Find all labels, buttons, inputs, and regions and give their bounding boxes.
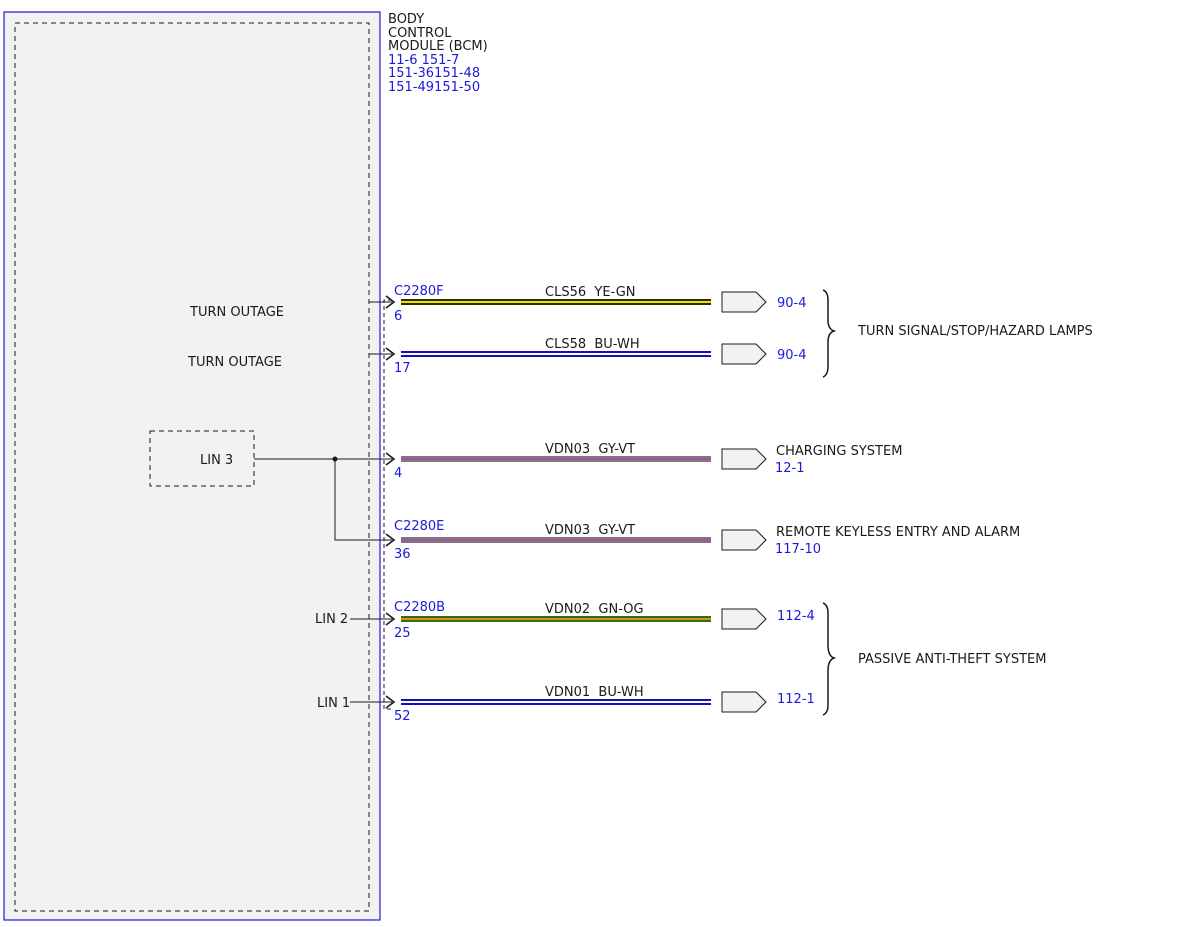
page-ref-52[interactable]: 112-1 xyxy=(777,692,815,707)
terminal-arrow xyxy=(385,347,396,361)
module-ref-line-3[interactable]: 151-49151-50 xyxy=(388,80,480,95)
dest-turn-lamps[interactable]: TURN SIGNAL/STOP/HAZARD LAMPS xyxy=(857,324,1093,339)
terminal-arrow xyxy=(385,452,396,466)
circuit-label-6: CLS56 YE-GN xyxy=(545,285,636,300)
wire-end-connector xyxy=(721,448,767,470)
wire-end-connector xyxy=(721,291,767,313)
pin-number-17: 17 xyxy=(394,361,411,376)
circuit-label-52: VDN01 BU-WH xyxy=(545,685,644,700)
splice-dot xyxy=(332,456,338,462)
circuit-label-17: CLS58 BU-WH xyxy=(545,337,640,352)
terminal-arrow xyxy=(385,295,396,309)
connector-shell xyxy=(383,299,392,710)
feed-line-pin-36 xyxy=(334,459,392,541)
module-ref-line-1[interactable]: 11-6 151-7 xyxy=(388,53,459,68)
bcm-module-box xyxy=(3,11,381,921)
module-title-line-1: BODY xyxy=(388,12,424,27)
pin-number-52: 52 xyxy=(394,709,411,724)
dest-remote-keyless-entry[interactable]: REMOTE KEYLESS ENTRY AND ALARM xyxy=(776,525,1020,540)
connector-c2280b[interactable]: C2280B xyxy=(394,600,445,615)
module-ref-line-2[interactable]: 151-36151-48 xyxy=(388,66,480,81)
page-ref-25[interactable]: 112-4 xyxy=(777,609,815,624)
lin3-label: LIN 3 xyxy=(200,453,233,468)
page-ref-4[interactable]: 12-1 xyxy=(775,461,805,476)
terminal-arrow xyxy=(385,695,396,709)
wire-end-connector xyxy=(721,608,767,630)
lin1-label: LIN 1 xyxy=(317,696,350,711)
dest-passive-anti-theft[interactable]: PASSIVE ANTI-THEFT SYSTEM xyxy=(858,652,1046,667)
pin-number-6: 6 xyxy=(394,309,402,324)
module-title-line-3: MODULE (BCM) xyxy=(388,39,488,54)
pin-number-36: 36 xyxy=(394,547,411,562)
wire-end-connector xyxy=(721,343,767,365)
terminal-arrow xyxy=(385,533,396,547)
pin-number-4: 4 xyxy=(394,466,402,481)
circuit-label-4: VDN03 GY-VT xyxy=(545,442,635,457)
connector-c2280e[interactable]: C2280E xyxy=(394,519,444,534)
page-ref-6[interactable]: 90-4 xyxy=(777,296,807,311)
lin3-dashed-box xyxy=(149,430,255,487)
circuit-label-36: VDN03 GY-VT xyxy=(545,523,635,538)
dest-charging-system[interactable]: CHARGING SYSTEM xyxy=(776,444,902,459)
brace-pats xyxy=(822,602,837,716)
lin2-label: LIN 2 xyxy=(315,612,348,627)
module-title-line-2: CONTROL xyxy=(388,26,452,41)
pin-number-25: 25 xyxy=(394,626,411,641)
circuit-label-25: VDN02 GN-OG xyxy=(545,602,644,617)
page-ref-17[interactable]: 90-4 xyxy=(777,348,807,363)
page-ref-36[interactable]: 117-10 xyxy=(775,542,821,557)
turn-outage-label-1: TURN OUTAGE xyxy=(189,305,284,320)
connector-c2280f[interactable]: C2280F xyxy=(394,284,444,299)
terminal-arrow xyxy=(385,612,396,626)
wire-end-connector xyxy=(721,529,767,551)
brace-turn-lamps xyxy=(822,289,837,378)
wire-end-connector xyxy=(721,691,767,713)
turn-outage-label-2: TURN OUTAGE xyxy=(187,355,282,370)
